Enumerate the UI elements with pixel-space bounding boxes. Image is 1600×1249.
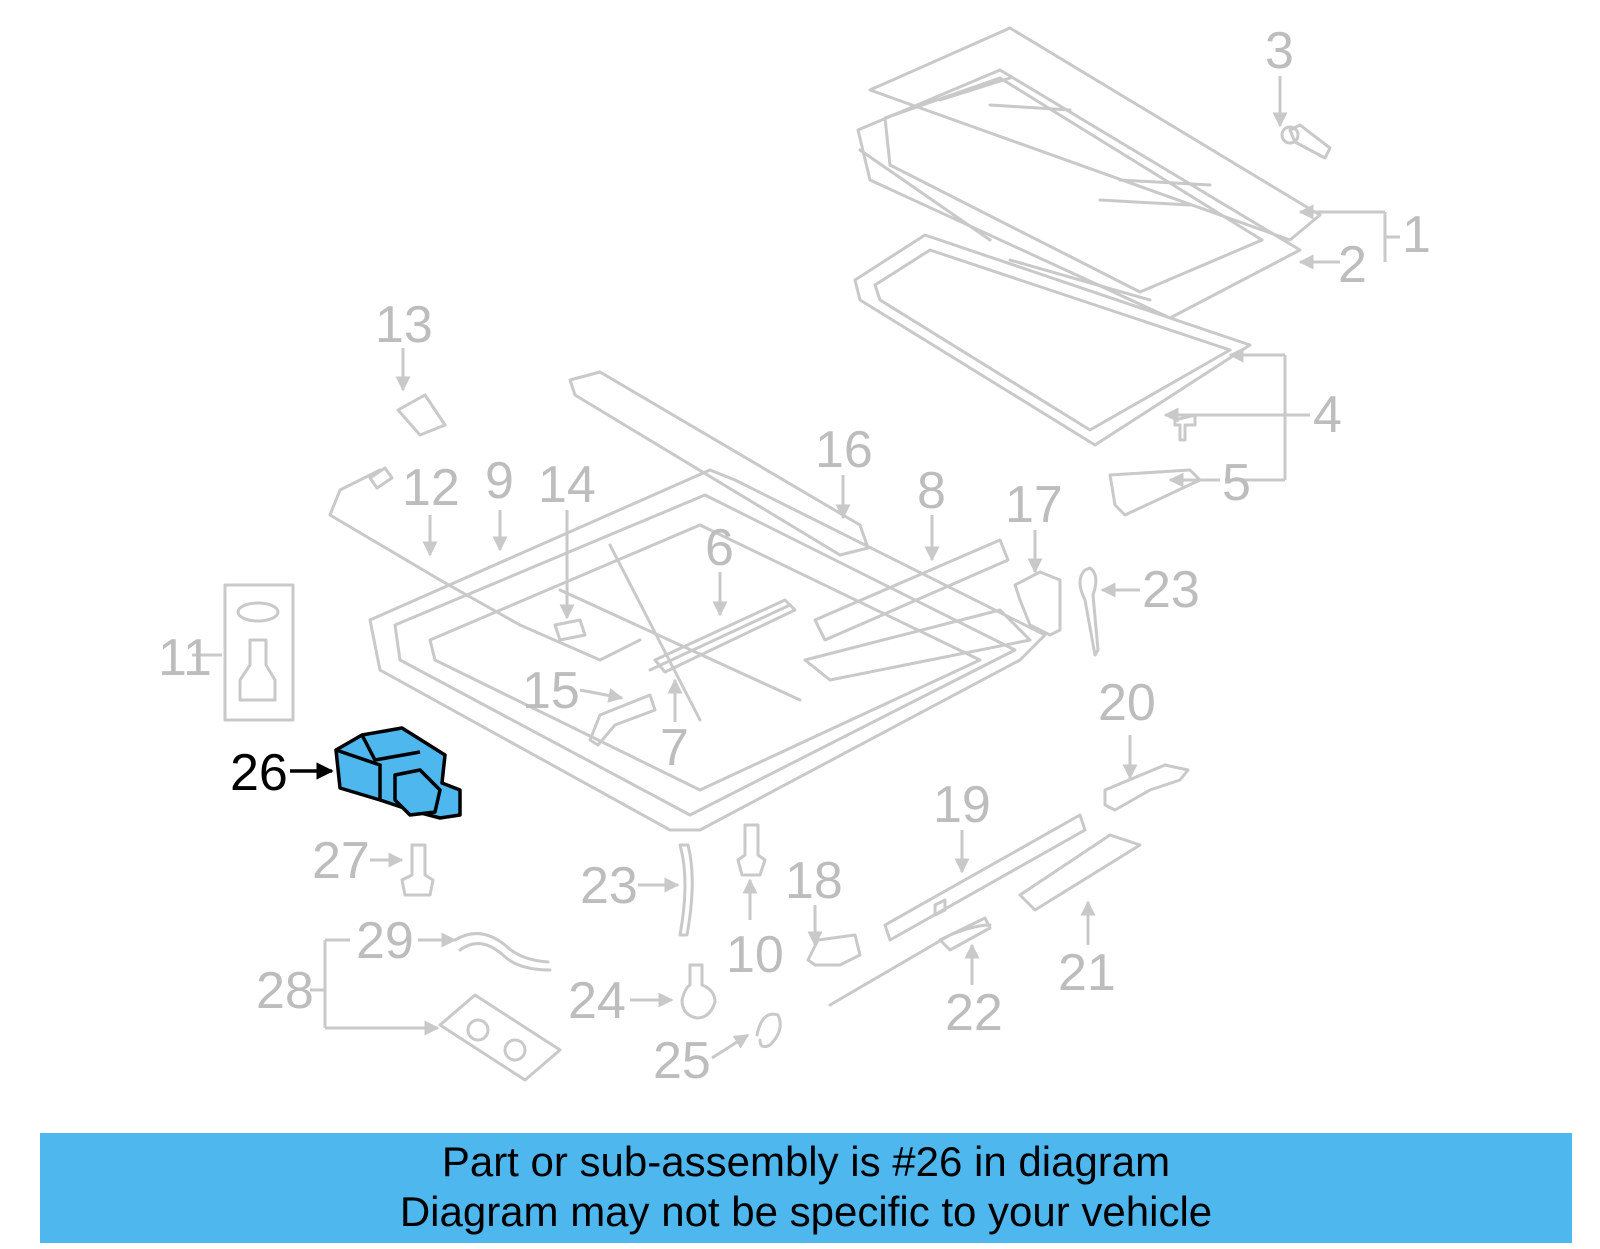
rail-part-21: [1018, 833, 1142, 912]
callout-15: 15: [522, 662, 580, 720]
bracket-part-28: [438, 993, 562, 1082]
banner-line-1: Part or sub-assembly is #26 in diagram: [441, 1138, 1171, 1185]
bracket-part-17: [1013, 570, 1062, 637]
callout-27: 27: [312, 832, 370, 890]
callout-26: 26: [230, 744, 288, 802]
callout-14: 14: [538, 456, 596, 514]
callout-16: 16: [815, 421, 873, 479]
front-rail-part-16: [568, 370, 870, 557]
callout-21: 21: [1058, 944, 1116, 1002]
callout-12: 12: [402, 459, 460, 517]
callout-18: 18: [785, 852, 843, 910]
hose-part-23-lower: [678, 843, 694, 937]
bracket-part-13: [396, 393, 447, 437]
callout-25: 25: [653, 1032, 711, 1090]
callout-10: 10: [726, 926, 784, 984]
clip-part-15: [588, 693, 657, 747]
callout-2: 2: [1338, 236, 1367, 294]
callout-1: 1: [1402, 206, 1431, 264]
sunroof-glass-assembly: [856, 26, 1322, 320]
deflector-part-5: [1108, 468, 1202, 517]
clip-part-25: [755, 1012, 782, 1049]
side-rail-part-8: [803, 538, 1032, 682]
callout-3: 3: [1265, 22, 1294, 80]
bolt-part-10: [736, 823, 767, 877]
callout-8: 8: [917, 462, 946, 520]
callout-20: 20: [1098, 674, 1156, 732]
callout-28: 28: [256, 962, 314, 1020]
clip-part-4: [1173, 413, 1197, 442]
cable-part-12: [328, 466, 642, 662]
rail-part-19: [883, 813, 1087, 942]
callout-29: 29: [356, 912, 414, 970]
grommet-part-24: [680, 963, 717, 1020]
callout-13: 13: [375, 296, 433, 354]
connector-part-14: [553, 618, 587, 642]
callout-4: 4: [1313, 386, 1342, 444]
callout-6: 6: [705, 519, 734, 577]
bolt-part-27: [400, 843, 435, 897]
cable-part-29: [453, 932, 552, 972]
callout-19: 19: [933, 776, 991, 834]
info-banner: Part or sub-assembly is #26 in diagram D…: [40, 1133, 1572, 1243]
callouts: 1 2 3 4 5 6 7 8 9 10 11 12 13 14 15 16 1…: [158, 22, 1431, 1090]
bracket-part-20: [1103, 763, 1190, 812]
callout-22: 22: [945, 984, 1003, 1042]
callout-9: 9: [485, 452, 514, 510]
banner-line-2: Diagram may not be specific to your vehi…: [399, 1188, 1213, 1235]
drain-hose-part-23-upper: [1078, 566, 1100, 657]
callout-7: 7: [660, 719, 689, 777]
callout-23-lower: 23: [580, 857, 638, 915]
sunroof-housing-frame: [368, 468, 1047, 832]
callout-11: 11: [158, 629, 212, 687]
callout-23-upper: 23: [1142, 561, 1200, 619]
cable-part-22: [828, 916, 992, 1007]
sunroof-frame: [853, 233, 1252, 447]
rail-part-6: [648, 598, 797, 674]
callout-5: 5: [1222, 454, 1251, 512]
bolt-part-3: [1280, 123, 1332, 160]
callout-24: 24: [568, 972, 626, 1030]
highlighted-part-26: [334, 726, 462, 820]
leader-lines: [192, 76, 1400, 1060]
grommet-part-11: [223, 583, 295, 722]
callout-17: 17: [1005, 476, 1063, 534]
